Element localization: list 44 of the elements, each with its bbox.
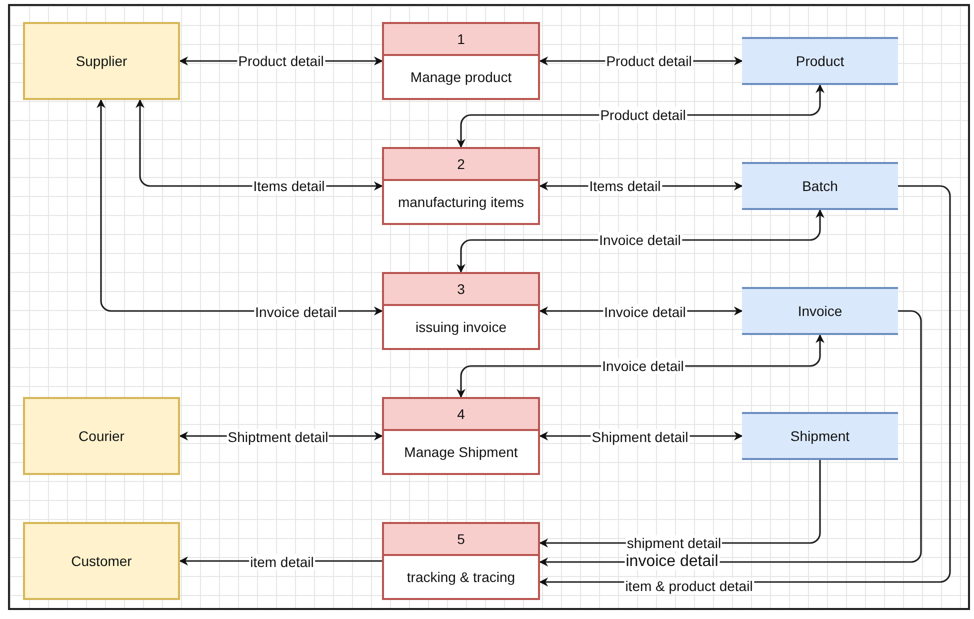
edge-label: shipment detail — [626, 535, 722, 551]
entity-name: Courier — [78, 428, 124, 444]
entity-name: Invoice — [798, 303, 842, 319]
entity-name: Shipment — [790, 428, 850, 444]
data-store-box — [742, 162, 898, 210]
process-box — [382, 522, 540, 600]
process-number: 4 — [457, 406, 465, 422]
edge-label: Shiptment detail — [226, 429, 330, 445]
process-number: 3 — [457, 281, 465, 297]
edge-label: Invoice detail — [598, 232, 682, 248]
edge-label: Invoice detail — [254, 304, 338, 320]
edge-label: invoice detail — [624, 554, 720, 570]
process-number: 5 — [457, 531, 465, 547]
process-name: tracking & tracing — [406, 569, 516, 585]
process-box — [382, 397, 540, 475]
process-name: Manage Shipment — [404, 444, 518, 460]
edge-label: item & product detail — [624, 578, 754, 594]
edge-label: Shipment detail — [590, 429, 690, 445]
entity-name: Product — [796, 53, 844, 69]
process-box — [382, 22, 540, 100]
edge-label: Items detail — [588, 178, 662, 194]
external-entity-box — [23, 397, 180, 475]
external-entity-box — [23, 22, 180, 100]
edge-label: Product detail — [599, 107, 687, 123]
entity-name: Supplier — [76, 53, 128, 69]
process-box — [382, 147, 540, 225]
edge-label: item detail — [249, 554, 315, 570]
data-store-box — [742, 412, 898, 460]
edge-label: Invoice detail — [601, 358, 685, 374]
external-entity-box — [23, 522, 180, 600]
process-name: Manage product — [410, 69, 512, 85]
process-box — [382, 272, 540, 350]
edge-label: Product detail — [237, 53, 325, 69]
process-number: 2 — [457, 156, 465, 172]
data-store-box — [742, 37, 898, 85]
process-name: manufacturing items — [398, 194, 524, 210]
edge-label: Items detail — [252, 178, 326, 194]
process-name: issuing invoice — [415, 319, 507, 335]
data-store-box — [742, 287, 898, 335]
edge-label: Product detail — [605, 53, 693, 69]
edge-label: Invoice detail — [603, 304, 687, 320]
process-number: 1 — [457, 31, 465, 47]
entity-name: Customer — [71, 553, 132, 569]
entity-name: Batch — [802, 178, 838, 194]
